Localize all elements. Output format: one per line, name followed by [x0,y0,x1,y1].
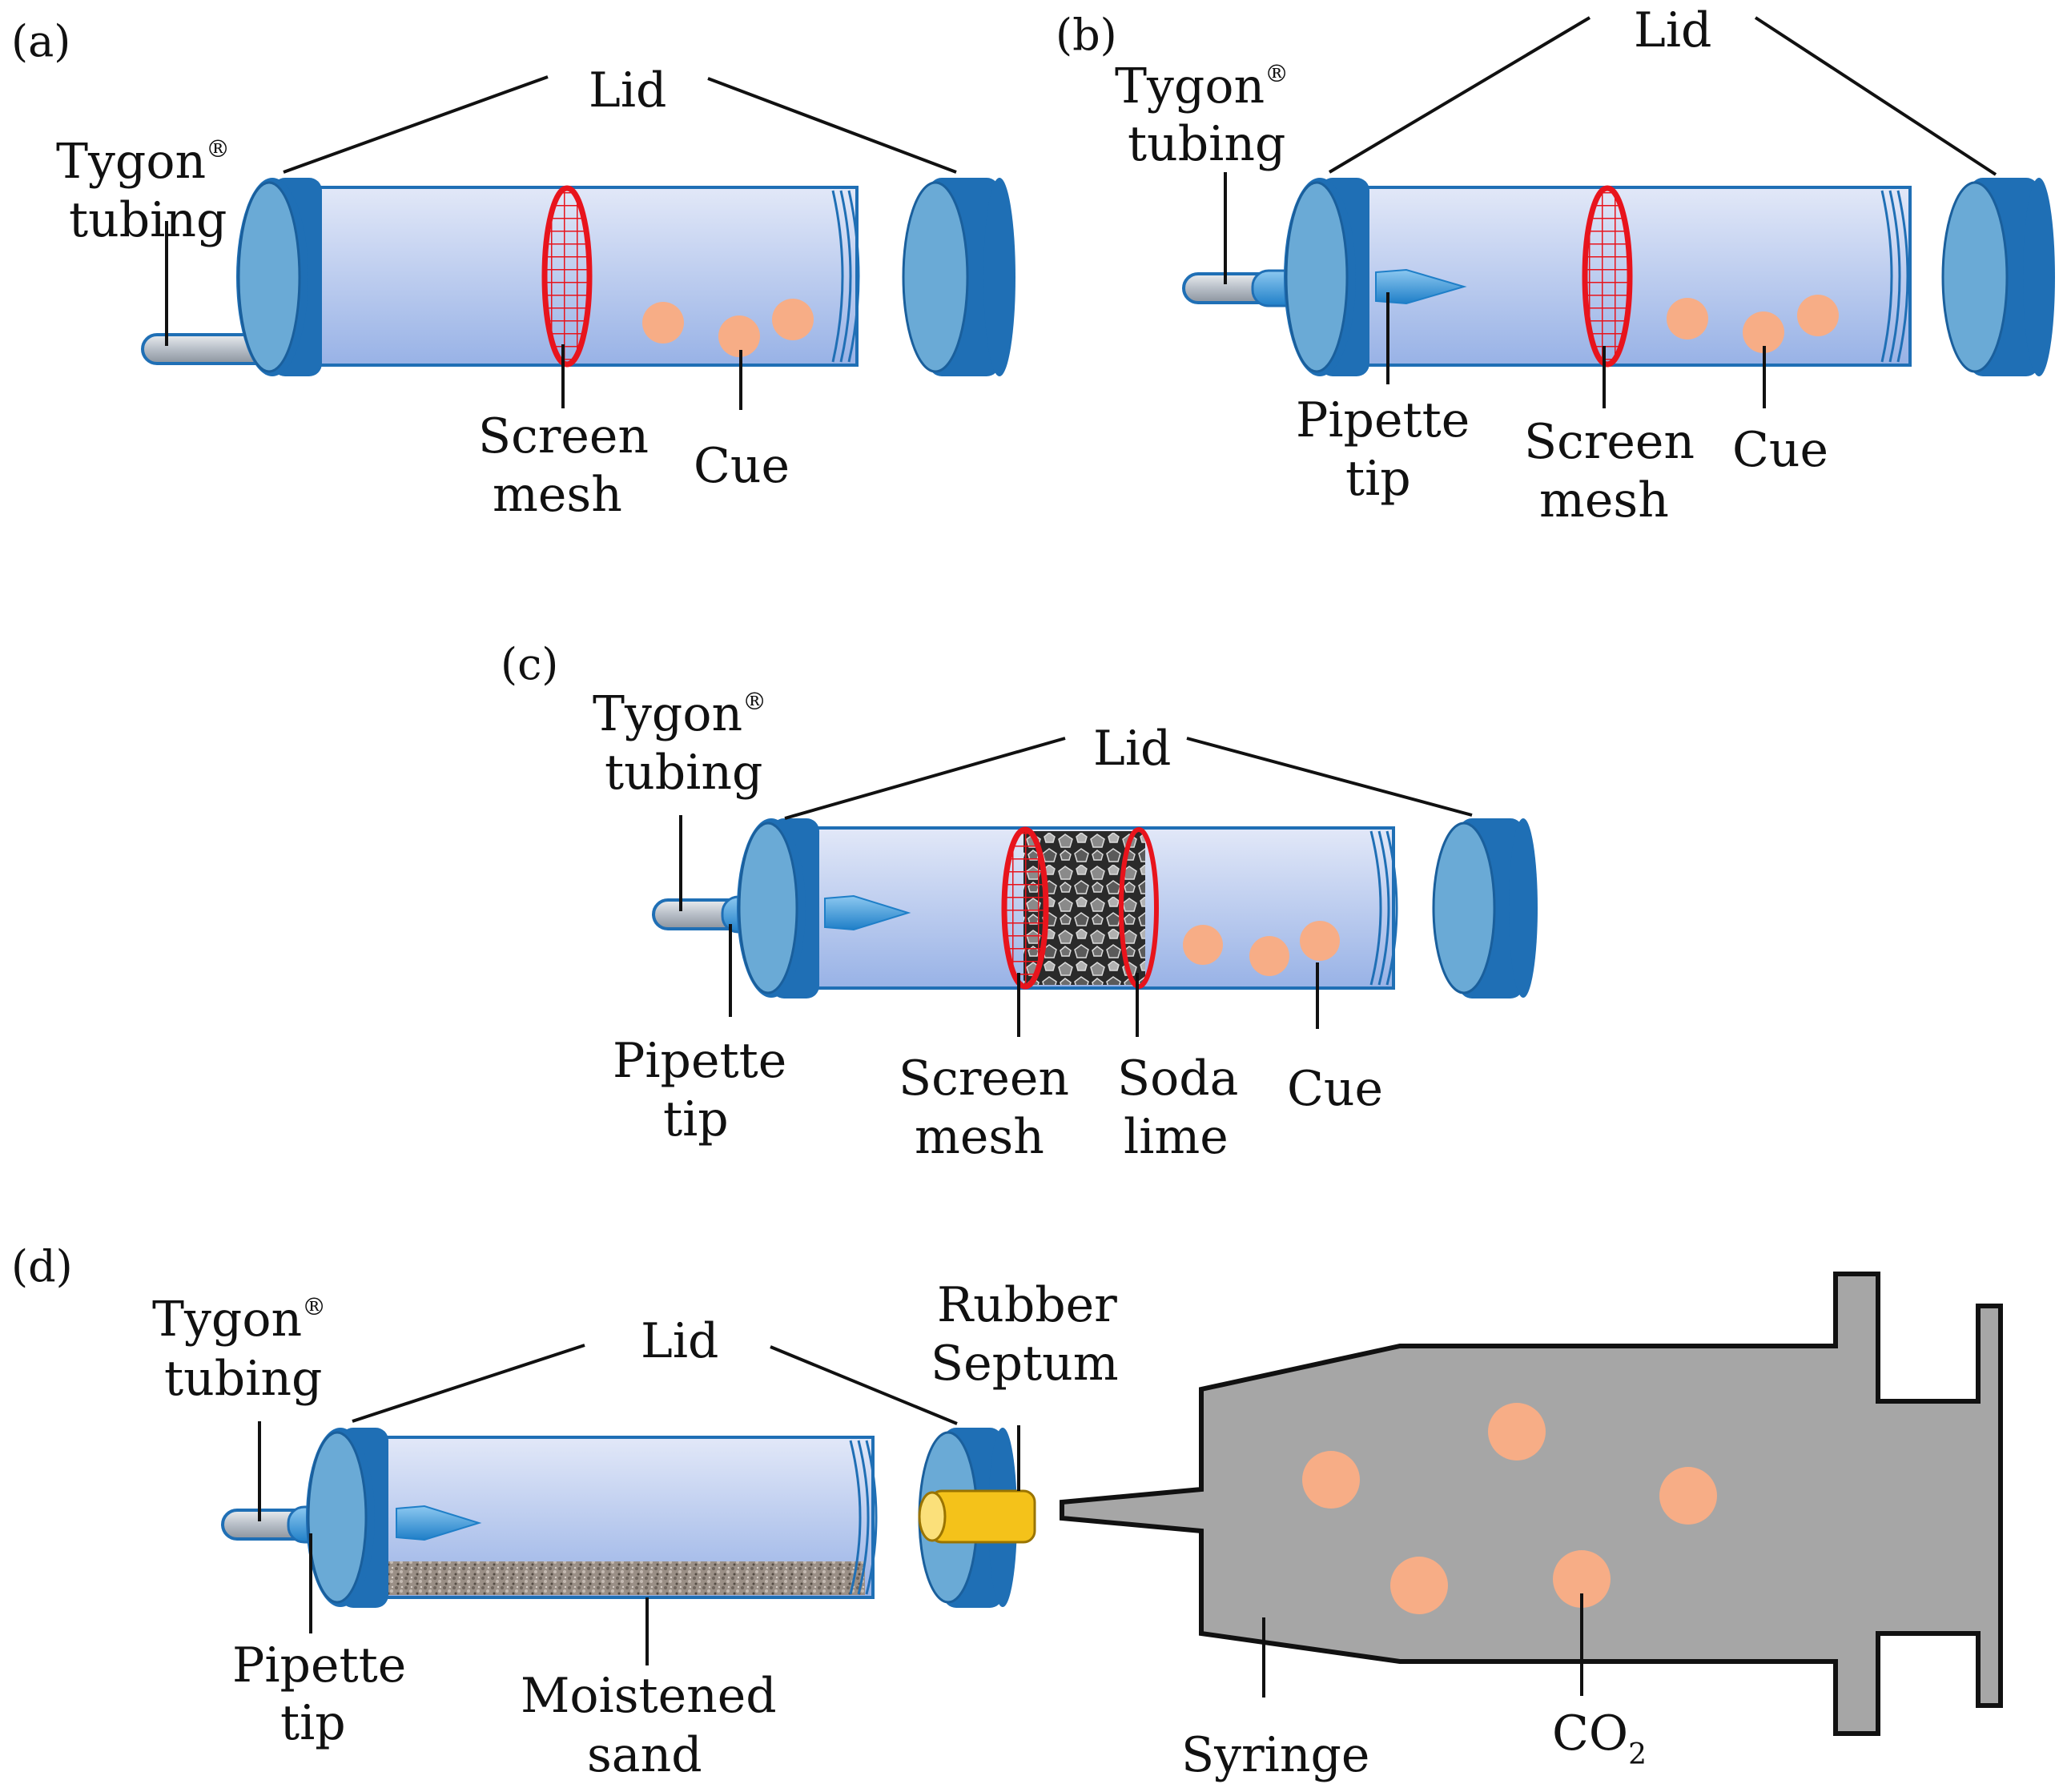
pipette-tip [824,894,911,931]
lid-label: Lid [1634,2,1711,58]
moistened-sand [384,1561,865,1595]
pipette-label-line1: Pipette [613,1033,786,1089]
panel-a: (a) Lid Tygon® [11,16,1015,523]
syringe-label: Syringe [1181,1727,1369,1783]
mesh-label-line1: Screen [478,408,649,464]
syringe [1060,1272,2003,1736]
pipette-tip [396,1505,482,1541]
tubing-label-line1: Tygon® [56,134,230,190]
pipette-label-line2: tip [663,1091,729,1147]
cue-dot [1300,921,1340,961]
cue-dot [642,302,684,344]
mesh-label-line2: mesh [493,467,622,523]
lid-left [737,818,819,998]
tube-rim [831,190,860,363]
panel-b-label: (b) [1056,10,1117,60]
co2-label: CO2 [1552,1706,1647,1771]
lid-right [902,178,1015,376]
panel-c: (c) [501,639,1538,1165]
panel-d-label: (d) [11,1241,73,1292]
soda-label-line1: Soda [1117,1051,1238,1107]
cue-dot [1667,298,1708,340]
tubing-label-line2: tubing [164,1351,322,1407]
screen-mesh [1582,185,1633,368]
co2-dot [1553,1550,1611,1608]
pipette-label-line1: Pipette [1296,392,1470,448]
mesh-label-line2: mesh [915,1109,1044,1165]
cue-dot [718,315,760,357]
screen-mesh [541,185,593,368]
lid-label: Lid [641,1313,718,1369]
screen-mesh [1001,826,1049,990]
lid-label: Lid [1093,721,1171,777]
co2-dot [1302,1451,1360,1509]
lid-right [1941,178,2055,376]
tubing-label-line2: tubing [1128,116,1285,172]
co2-dot [1390,1557,1448,1614]
sand-label-line1: Moistened [521,1668,777,1724]
pipette-label-line1: Pipette [232,1637,406,1694]
panel-a-label: (a) [11,16,70,66]
panel-c-label: (c) [501,639,558,689]
panel-d: (d) [11,1241,2003,1783]
pipette-label-line2: tip [280,1695,346,1751]
tube-rim [849,1440,878,1595]
sand-label-line2: sand [587,1727,702,1783]
soda-label-line2: lime [1124,1109,1229,1165]
tubing-label-line1: Tygon® [593,686,766,742]
pipette-label-line2: tip [1345,451,1411,507]
tubing-label-line1: Tygon® [1115,58,1289,115]
pipette-tip [1375,268,1467,305]
septum-label-line2: Septum [931,1336,1119,1392]
cue-dot [1183,925,1223,965]
cue-label: Cue [1287,1061,1383,1117]
mesh-label-line2: mesh [1539,472,1669,528]
septum-label-line1: Rubber [937,1277,1117,1333]
lid-right [1432,818,1538,998]
tubing-label-line2: tubing [605,745,762,801]
lid-left [1284,178,1369,376]
lid-left [306,1428,388,1608]
mesh-label-line1: Screen [899,1051,1069,1107]
cue-dot [1743,311,1784,353]
tube-rim [1369,830,1398,986]
panel-b: (b) [1056,2,2055,528]
lid-label: Lid [589,62,666,119]
cue-dot [772,299,814,340]
co2-dot [1488,1403,1546,1461]
tubing-label-line1: Tygon® [152,1292,326,1348]
cue-label: Cue [694,438,790,494]
mesh-label-line1: Screen [1524,414,1695,470]
lid-left [236,178,322,376]
co2-dot [1659,1467,1717,1525]
rubber-septum [918,1489,1036,1544]
cue-dot [1249,936,1289,976]
cue-dot [1797,295,1839,336]
tubing-label-line2: tubing [69,192,227,248]
tube-rim [1880,190,1909,363]
cue-label: Cue [1732,422,1828,478]
